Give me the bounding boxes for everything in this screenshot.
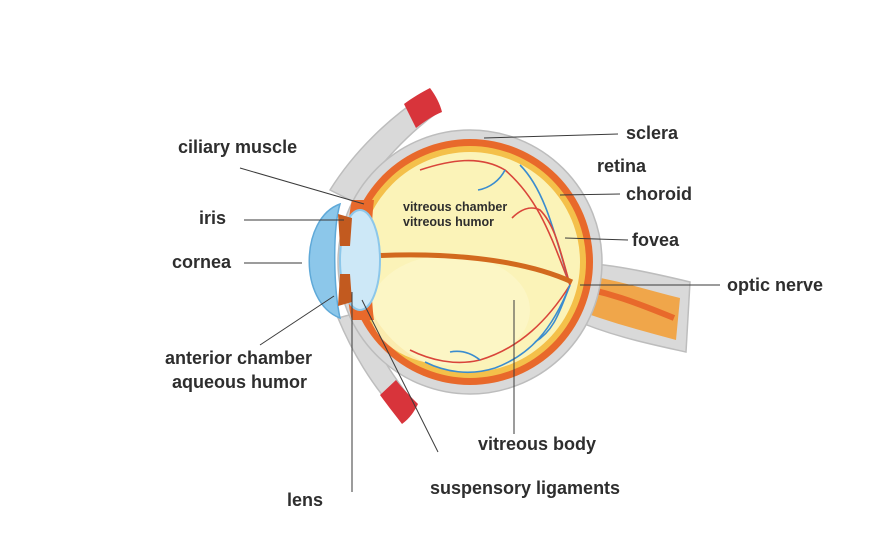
label-suspensory-ligaments: suspensory ligaments: [430, 478, 621, 498]
label-optic-nerve: optic nerve: [727, 275, 824, 295]
hyaloid-canal: [369, 252, 574, 285]
label-choroid: choroid: [626, 184, 692, 204]
label-anterior-chamber: anterior chamber: [165, 348, 313, 368]
label-ciliary-muscle: ciliary muscle: [178, 137, 298, 157]
leader-lines: [239, 133, 720, 492]
label-vitreous-humor: vitreous humor: [403, 215, 494, 229]
label-fovea: fovea: [632, 230, 680, 250]
retinal-vessels: [409, 159, 571, 374]
label-vitreous-body: vitreous body: [478, 434, 597, 454]
label-aqueous-humor: aqueous humor: [172, 372, 308, 392]
label-retina: retina: [597, 156, 647, 176]
cornea-shape: [308, 202, 342, 320]
label-cornea: cornea: [172, 252, 232, 272]
label-sclera: sclera: [626, 123, 679, 143]
label-lens: lens: [287, 490, 324, 510]
iris-shape: [338, 214, 352, 306]
label-vitreous-chamber: vitreous chamber: [403, 200, 508, 214]
label-iris: iris: [199, 208, 227, 228]
